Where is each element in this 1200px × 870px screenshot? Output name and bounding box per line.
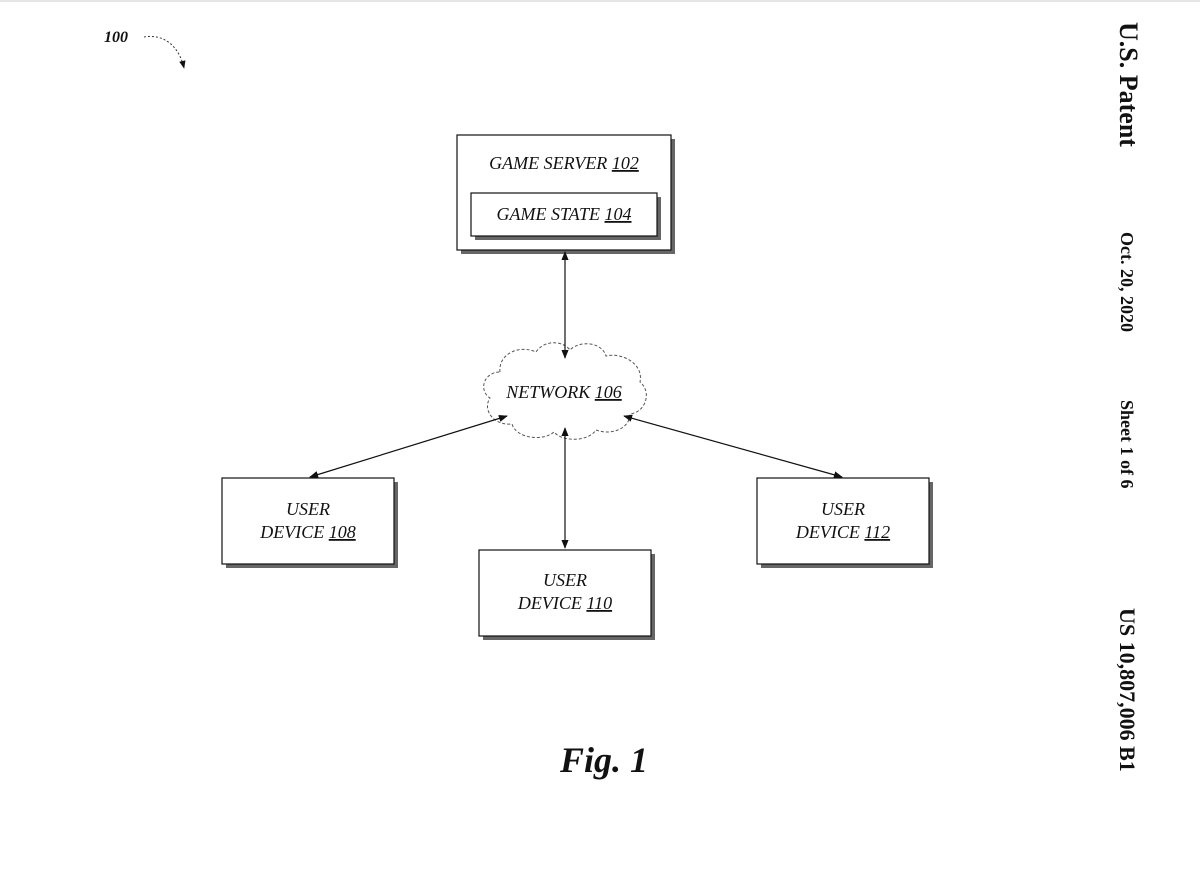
user-device-112-node: USER DEVICE 112 [756,477,933,568]
user-device-108-node: USER DEVICE 108 [221,477,398,568]
user-device-110-line1: USER [543,570,587,590]
game-server-label: GAME SERVER 102 [489,153,639,173]
game-state-label: GAME STATE 104 [497,204,632,224]
patent-date: Oct. 20, 2020 [1117,232,1137,332]
connector-network-device-108 [309,414,508,479]
user-device-108-line1: USER [286,499,330,519]
figure-caption: Fig. 1 [559,740,648,780]
network-cloud: NETWORK 106 [483,342,647,440]
user-device-110-line2: DEVICE 110 [517,593,612,613]
figure-ref-number: 100 [104,29,128,46]
user-device-108-line2: DEVICE 108 [259,522,355,542]
game-state-node: GAME STATE 104 [470,192,661,240]
network-label: NETWORK 106 [505,382,622,402]
user-device-112-line2: DEVICE 112 [795,522,890,542]
user-device-110-node: USER DEVICE 110 [478,549,655,640]
patent-publication-label: U.S. Patent [1114,22,1143,147]
patent-sheet: Sheet 1 of 6 [1117,400,1137,489]
system-diagram: 100 GAME SERVER 102 GAME STATE 104 NETWO… [104,29,933,780]
page-top-edge [0,0,1200,2]
connector-network-device-112 [623,414,843,479]
patent-number: US 10,807,006 B1 [1115,608,1140,772]
figure-ref-arrow [143,35,186,69]
user-device-112-line1: USER [821,499,865,519]
